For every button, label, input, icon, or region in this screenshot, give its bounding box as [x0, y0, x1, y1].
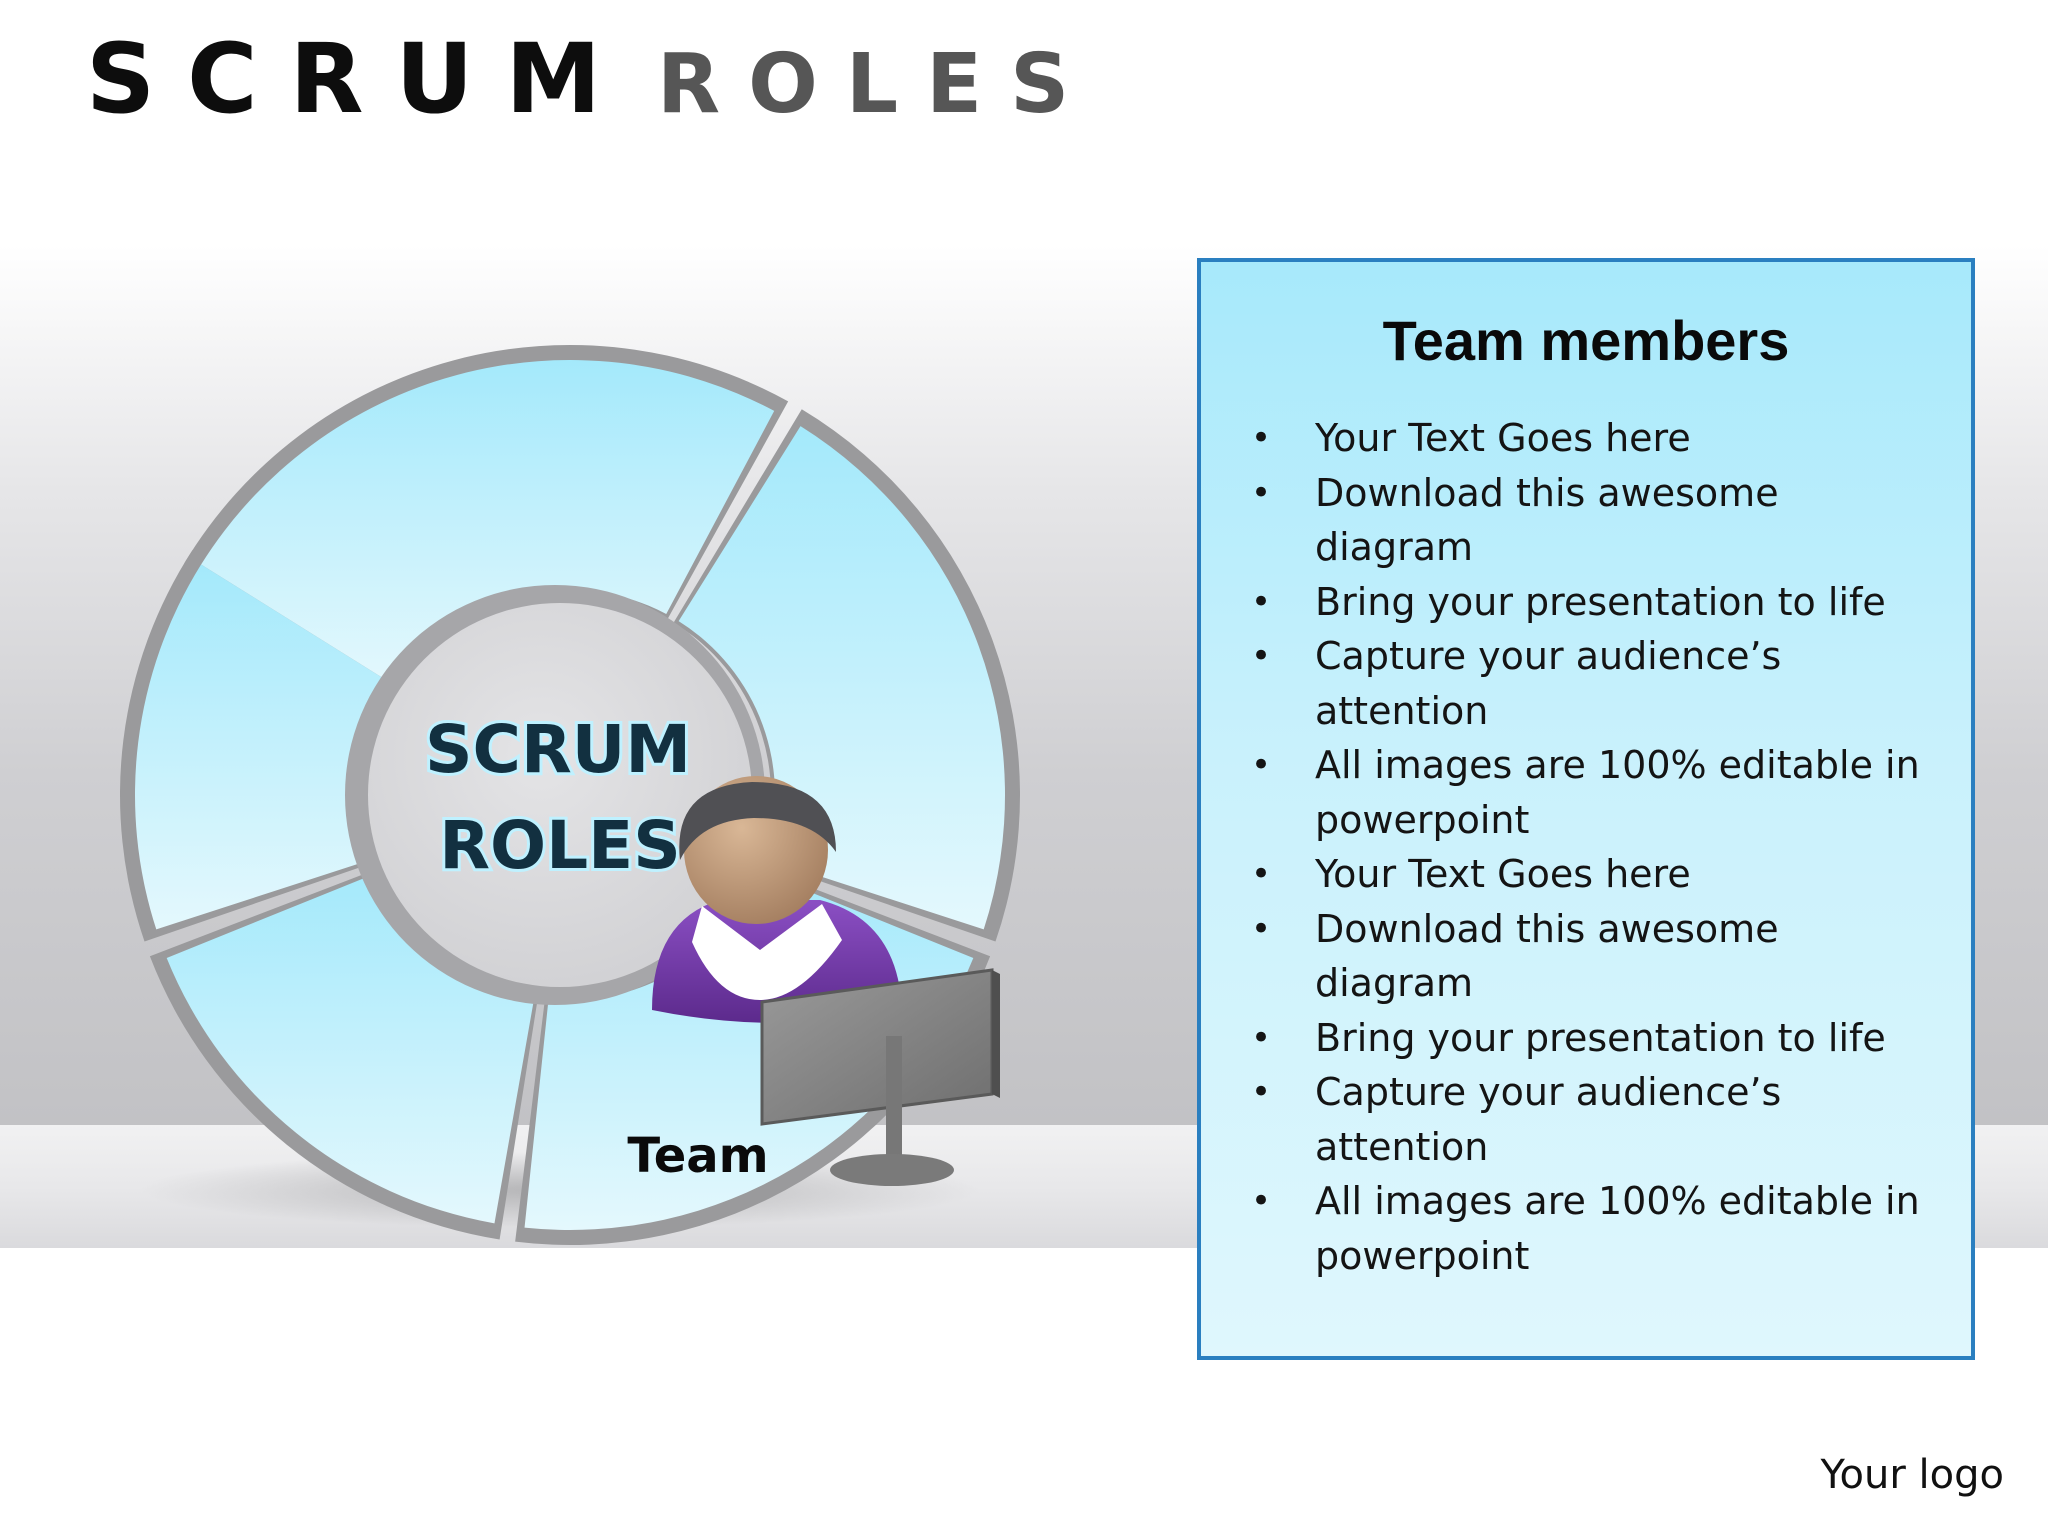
list-item-text: All images are 100% editable in powerpoi…: [1315, 1179, 1920, 1278]
list-item: • Download this awesome diagram: [1251, 902, 1931, 1011]
list-item: • Download this awesome diagram: [1251, 466, 1931, 575]
ring-segment-1: [201, 360, 775, 687]
list-item-text: Download this awesome diagram: [1315, 906, 1779, 1006]
team-members-panel: Team members • Your Text Goes here • Downl…: [1197, 258, 1975, 1360]
bullet-icon: •: [1251, 472, 1272, 513]
list-item-text: Capture your audience’s attention: [1315, 634, 1782, 733]
panel-bullet-list: • Your Text Goes here • Download this awes…: [1201, 411, 1971, 1283]
list-item: • All images are 100% editable in powerpo…: [1251, 738, 1931, 847]
list-item-text: Your Text Goes here: [1315, 852, 1691, 896]
list-item-text: Bring your presentation to life: [1315, 579, 1886, 624]
bullet-icon: •: [1251, 854, 1272, 894]
bullet-icon: •: [1251, 418, 1272, 458]
ring-segment-2: [678, 426, 1005, 930]
ring-segment-5: [135, 564, 397, 930]
scrum-roles-diagram: SCRUM ROLES Team: [120, 345, 1020, 1245]
center-hub: [368, 603, 752, 987]
title-part-roles: ROLES: [657, 37, 1098, 132]
center-label-line1: SCRUM: [425, 711, 691, 788]
segment-label-team: Team: [627, 1128, 768, 1184]
list-item: • Your Text Goes here: [1251, 847, 1931, 902]
title-part-scrum: SCRUM: [86, 23, 633, 135]
bullet-icon: •: [1251, 1072, 1272, 1112]
logo-placeholder: Your logo: [1820, 1452, 2004, 1498]
panel-title: Team members: [1382, 309, 1790, 372]
center-label-line2: ROLES: [439, 807, 681, 884]
list-item-text: Download this awesome diagram: [1315, 470, 1779, 570]
list-item: • Capture your audience’s attention: [1251, 629, 1931, 738]
bullet-icon: •: [1251, 1181, 1272, 1221]
ring-segments: [135, 360, 1005, 1231]
list-item-text: Your Text Goes here: [1315, 416, 1691, 460]
list-item-text: Bring your presentation to life: [1315, 1015, 1886, 1060]
list-item: • Bring your presentation to life: [1251, 575, 1931, 630]
list-item: • Capture your audience’s attention: [1251, 1065, 1931, 1174]
list-item: • All images are 100% editable in powerpo…: [1251, 1174, 1931, 1283]
bullet-icon: •: [1251, 745, 1272, 785]
bullet-icon: •: [1251, 636, 1272, 676]
monitor-stand: [886, 1036, 902, 1168]
monitor-base: [830, 1154, 954, 1186]
list-item-text: Capture your audience’s attention: [1315, 1070, 1782, 1169]
person-hair-icon: [679, 782, 836, 860]
list-item: • Your Text Goes here: [1251, 411, 1931, 466]
bullet-icon: •: [1251, 908, 1272, 949]
bullet-icon: •: [1251, 1017, 1272, 1058]
list-item-text: All images are 100% editable in powerpoi…: [1315, 743, 1920, 842]
person-collar-icon: [692, 904, 842, 1000]
bullet-icon: •: [1251, 581, 1272, 622]
monitor-edge: [992, 970, 1000, 1098]
list-item: • Bring your presentation to life: [1251, 1011, 1931, 1066]
page-title: SCRUM ROLES: [86, 22, 1097, 137]
computer-monitor-icon: [760, 968, 1000, 1186]
